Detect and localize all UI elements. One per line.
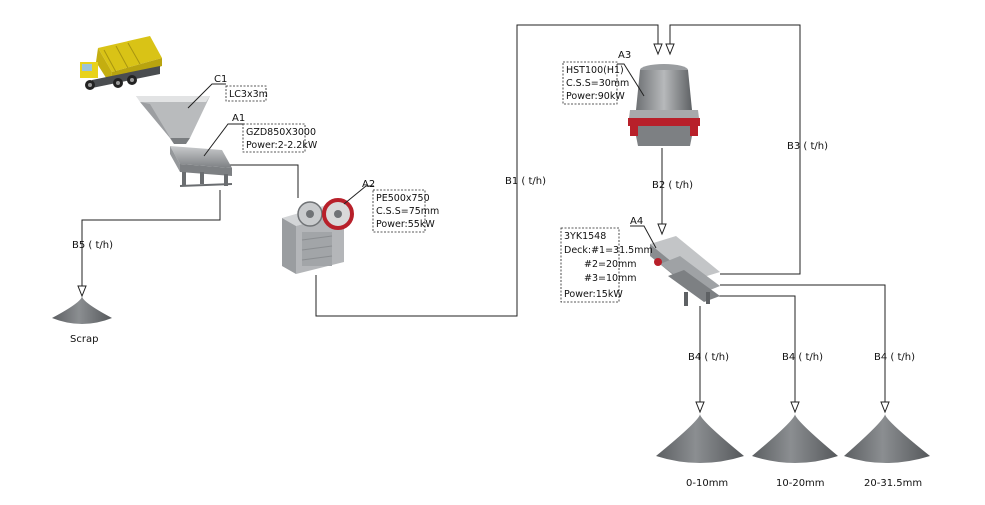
a4-callout	[630, 225, 657, 249]
a3-spec-2: Power:90kW	[566, 91, 625, 102]
b4-arrowhead-2	[790, 401, 800, 414]
a4-spec-0: 3YK1548	[564, 231, 606, 242]
a2-tag: A2	[362, 179, 375, 190]
a3-spec-1: C.S.S=30mm	[566, 78, 629, 89]
scrap-pile	[52, 296, 112, 324]
b4-label-2: B4 ( t/h)	[782, 352, 823, 363]
b2-label: B2 ( t/h)	[652, 180, 693, 191]
a3-spec-box	[562, 61, 618, 105]
b2-arrowhead	[657, 223, 667, 236]
a4-spec-2: #2=20mm	[584, 259, 637, 270]
a3-callout	[616, 63, 645, 97]
c1-spec-0: LC3x3m	[229, 89, 268, 100]
c1-spec-box	[225, 85, 267, 102]
b3-label: B3 ( t/h)	[787, 141, 828, 152]
b4-arrowhead-3	[880, 401, 890, 414]
a4-spec-4: Power:15kW	[564, 289, 623, 300]
pile-10-20mm	[752, 414, 838, 463]
a2-spec-0: PE500x750	[376, 193, 430, 204]
pile-10-20mm-label: 10-20mm	[776, 478, 825, 489]
a1-spec-box	[242, 123, 306, 153]
vibrating-feeder-a1	[170, 146, 233, 187]
pile-0-10mm-label: 0-10mm	[686, 478, 728, 489]
flow-labels: B1 ( t/h) B2 ( t/h) B3 ( t/h) B4 ( t/h) …	[72, 141, 915, 363]
a1-spec-0: GZD850X3000	[246, 127, 316, 138]
a2-spec-2: Power:55kW	[376, 219, 435, 230]
b1-line	[315, 24, 659, 317]
a3-tag: A3	[618, 50, 631, 61]
c1-tag: C1	[214, 74, 227, 85]
jaw-crusher-a2	[282, 198, 354, 274]
a4-tag: A4	[630, 216, 643, 227]
b5-label: B5 ( t/h)	[72, 240, 113, 251]
hopper-c1	[136, 96, 210, 144]
b3-arrowhead	[665, 43, 675, 56]
a4-spec-1: Deck:#1=31.5mm	[564, 245, 653, 256]
b3-line	[669, 24, 801, 275]
b4-line-3	[720, 284, 886, 404]
scrap-label: Scrap	[70, 334, 98, 345]
scrap-arrowhead	[77, 285, 87, 298]
a1-tag: A1	[232, 113, 245, 124]
b4-label-1: B4 ( t/h)	[688, 352, 729, 363]
a2-spec-1: C.S.S=75mm	[376, 206, 439, 217]
b4-label-3: B4 ( t/h)	[874, 352, 915, 363]
a2-callout	[343, 185, 374, 205]
feeder-to-jaw-line	[230, 164, 299, 198]
dump-truck-icon	[80, 36, 162, 90]
a1-callout	[203, 123, 244, 157]
b4-line-2	[718, 295, 796, 404]
pile-20-31.5mm	[844, 414, 930, 463]
b4-arrowhead-1	[695, 401, 705, 414]
a4-spec-box	[560, 227, 620, 303]
b1-label: B1 ( t/h)	[505, 176, 546, 187]
c1-callout	[187, 83, 226, 109]
b1-arrowhead	[653, 43, 663, 56]
pile-20-31.5mm-label: 20-31.5mm	[864, 478, 922, 489]
scrap-line	[81, 190, 221, 288]
a1-spec-1: Power:2-2.2kW	[246, 140, 318, 151]
pile-0-10mm	[656, 414, 744, 463]
cone-crusher-a3	[628, 64, 700, 146]
a2-spec-box	[372, 189, 426, 233]
vibrating-screen-a4	[650, 236, 720, 306]
a4-spec-3: #3=10mm	[584, 273, 637, 284]
a3-spec-0: HST100(H1)	[566, 65, 624, 76]
flow-lines	[77, 24, 890, 414]
